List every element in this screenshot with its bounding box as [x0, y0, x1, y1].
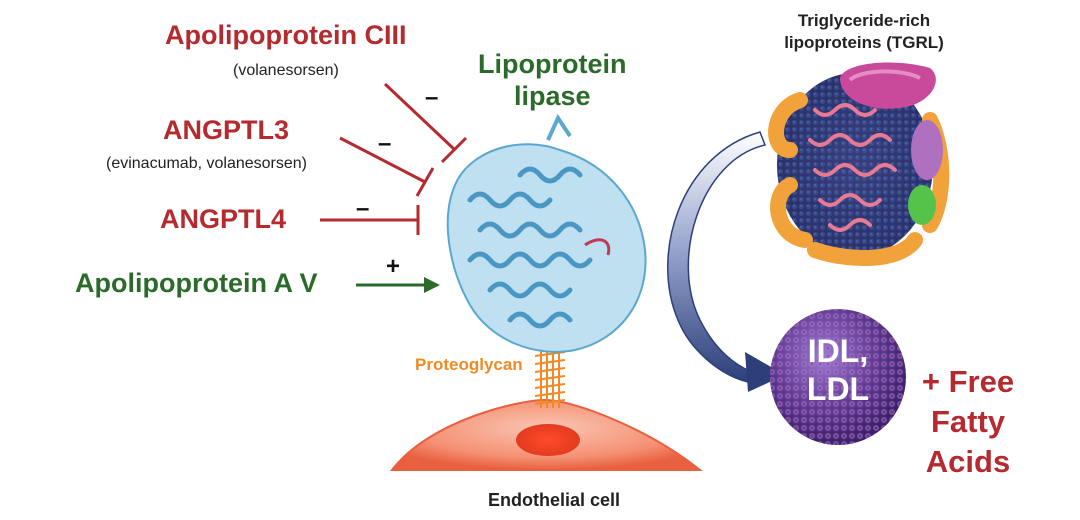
angptl4-inhibition-line [320, 205, 420, 235]
apoa5-label: Apolipoprotein A V [75, 268, 318, 298]
lipoprotein-lipase-structure [446, 113, 647, 353]
conversion-flow-arrow [667, 131, 785, 392]
angptl3-inhibition-line [339, 136, 435, 197]
enzyme-line-1: Lipoprotein [478, 49, 627, 79]
apoc3-inhibition-line [383, 82, 468, 164]
apoa5-sign: + [386, 253, 401, 280]
particle-line-2: LDL [806, 371, 870, 407]
angptl3-sign: – [378, 130, 392, 157]
angptl3-drug-label: (evinacumab, volanesorsen) [106, 155, 307, 172]
ffa-line-1: + Free [921, 364, 1015, 399]
proteoglycan-label: Proteoglycan [415, 355, 523, 374]
proteoglycan-strands [534, 350, 566, 408]
tgrl-particle [768, 62, 950, 266]
tgrl-line-1: Triglyceride-rich [797, 11, 931, 30]
free-fatty-acids-label: + Free Fatty Acids [908, 362, 1028, 482]
particle-line-1: IDL, [807, 333, 869, 369]
ffa-line-3: Acids [925, 444, 1011, 479]
apoa5-activation-arrow [356, 277, 440, 293]
lipoprotein-lipase-label: Lipoprotein lipase [478, 48, 626, 112]
angptl4-sign: – [356, 195, 370, 222]
idl-ldl-particle [770, 309, 906, 445]
enzyme-line-2: lipase [513, 81, 591, 111]
angptl3-label: ANGPTL3 [163, 115, 290, 145]
apoc3-drug-label: (volanesorsen) [233, 62, 339, 79]
ffa-line-2: Fatty [930, 404, 1006, 439]
cell-nucleus [516, 424, 580, 456]
endothelial-cell-label: Endothelial cell [488, 490, 621, 510]
angptl4-label: ANGPTL4 [160, 204, 287, 234]
apoc3-label: Apolipoprotein CIII [165, 20, 407, 50]
endothelial-cell [389, 398, 703, 471]
tgrl-label: Triglyceride-rich lipoproteins (TGRL) [770, 10, 958, 54]
tgrl-line-2: lipoproteins (TGRL) [784, 33, 944, 52]
idl-ldl-label: IDL, LDL [790, 332, 886, 408]
apoc3-sign: – [425, 84, 439, 111]
